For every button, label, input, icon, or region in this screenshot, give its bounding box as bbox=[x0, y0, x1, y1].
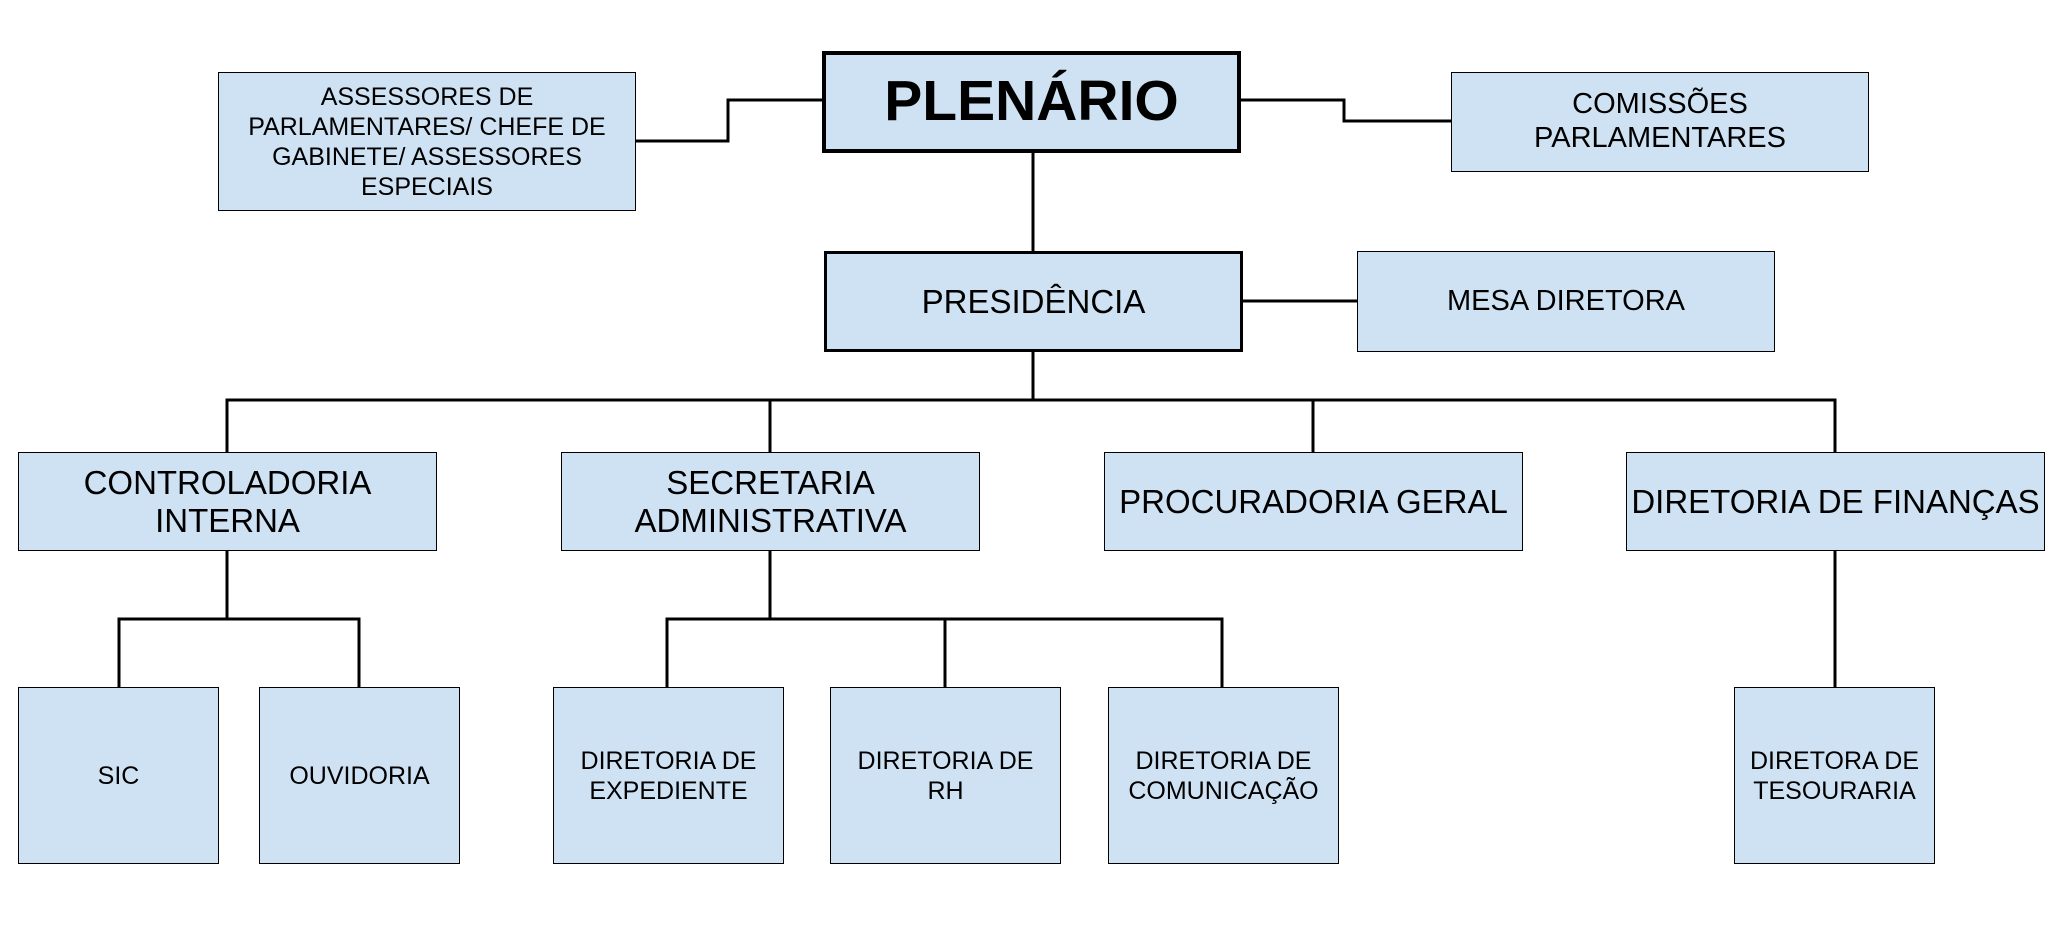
rh-box: DIRETORIA DE RH bbox=[830, 687, 1061, 864]
comunicacao-box: DIRETORIA DE COMUNICAÇÃO bbox=[1108, 687, 1339, 864]
presidencia-box: PRESIDÊNCIA bbox=[824, 251, 1243, 352]
assessores-label: ASSESSORES DE PARLAMENTARES/ CHEFE DE GA… bbox=[248, 82, 606, 201]
mesa-diretora-label: MESA DIRETORA bbox=[1447, 284, 1685, 317]
controladoria-label: CONTROLADORIA INTERNA bbox=[83, 463, 372, 539]
comissoes-label: COMISSÕES PARLAMENTARES bbox=[1534, 88, 1786, 154]
secretaria-label: SECRETARIA ADMINISTRATIVA bbox=[634, 463, 907, 539]
sic-box: SIC bbox=[18, 687, 219, 864]
ouvidoria-label: OUVIDORIA bbox=[289, 761, 430, 790]
financas-label: DIRETORIA DE FINANÇAS bbox=[1631, 482, 2040, 520]
connector-controladoria-bus bbox=[117, 617, 361, 687]
controladoria-box: CONTROLADORIA INTERNA bbox=[18, 452, 437, 551]
financas-box: DIRETORIA DE FINANÇAS bbox=[1626, 452, 2045, 551]
mesa-diretora-box: MESA DIRETORA bbox=[1357, 251, 1775, 352]
comissoes-box: COMISSÕES PARLAMENTARES bbox=[1451, 72, 1869, 172]
rh-label: DIRETORIA DE RH bbox=[857, 746, 1034, 805]
secretaria-box: SECRETARIA ADMINISTRATIVA bbox=[561, 452, 980, 551]
plenario-box: PLENÁRIO bbox=[822, 51, 1241, 153]
connector-plenario-assessores bbox=[633, 98, 829, 143]
tesouraria-box: DIRETORA DE TESOURARIA bbox=[1734, 687, 1935, 864]
tesouraria-label: DIRETORA DE TESOURARIA bbox=[1749, 746, 1920, 805]
connector-level2-bus bbox=[225, 398, 1837, 452]
ouvidoria-box: OUVIDORIA bbox=[259, 687, 460, 864]
procuradoria-box: PROCURADORIA GERAL bbox=[1104, 452, 1523, 551]
sic-label: SIC bbox=[97, 761, 140, 790]
expediente-label: DIRETORIA DE EXPEDIENTE bbox=[580, 746, 757, 805]
plenario-label: PLENÁRIO bbox=[884, 69, 1179, 134]
expediente-box: DIRETORIA DE EXPEDIENTE bbox=[553, 687, 784, 864]
assessores-box: ASSESSORES DE PARLAMENTARES/ CHEFE DE GA… bbox=[218, 72, 636, 211]
presidencia-label: PRESIDÊNCIA bbox=[921, 282, 1146, 320]
comunicacao-label: DIRETORIA DE COMUNICAÇÃO bbox=[1128, 746, 1319, 805]
procuradoria-label: PROCURADORIA GERAL bbox=[1119, 482, 1508, 520]
connector-plenario-comissoes bbox=[1240, 98, 1452, 123]
